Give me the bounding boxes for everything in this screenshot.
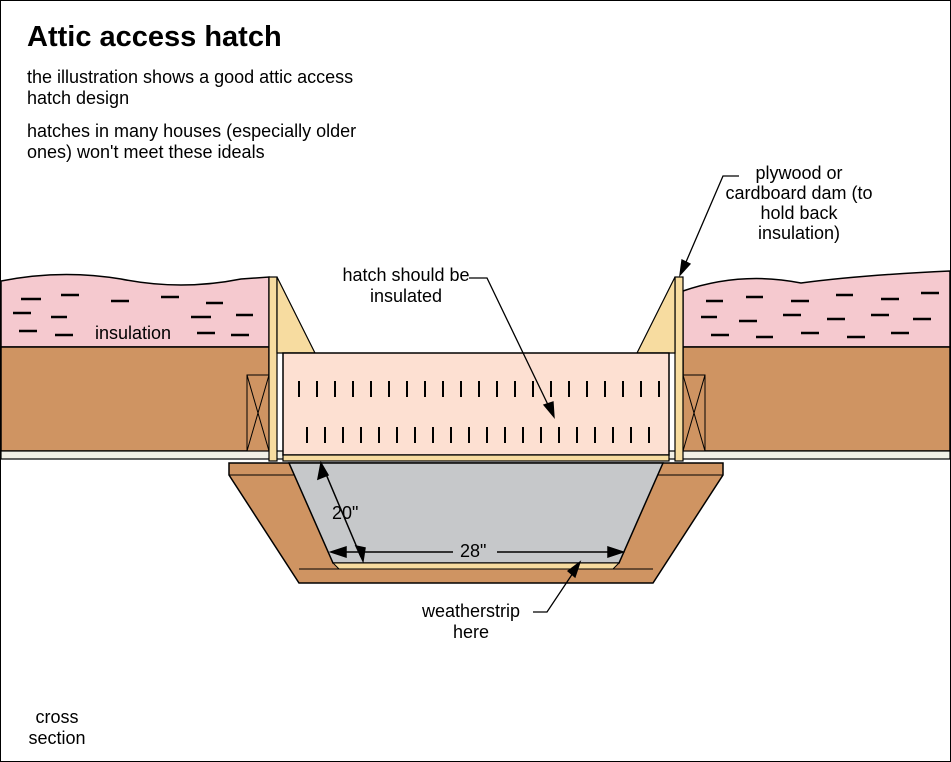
- dam-left-brace: [276, 276, 316, 354]
- dim-20: [317, 460, 366, 564]
- joist-right: [682, 346, 950, 452]
- label-dam: plywood or cardboard dam (to hold back i…: [725, 163, 873, 243]
- hatch-insulation-marks: [298, 381, 660, 443]
- dam-right-brace: [636, 276, 676, 354]
- diagram-title: Attic access hatch: [27, 21, 282, 53]
- label-weatherstrip: weatherstrip here: [421, 601, 521, 642]
- hatch-board: [282, 454, 670, 462]
- label-cross-section: cross section: [28, 707, 86, 748]
- label-width-28: 28": [460, 541, 487, 561]
- intro-text-1: the illustration shows a good attic acce…: [27, 67, 354, 108]
- intro-text-2: hatches in many houses (especially older…: [27, 121, 357, 162]
- label-hatch-insulated: hatch should be insulated: [342, 265, 470, 306]
- insulation-left: [1, 273, 270, 348]
- dam-right: [674, 276, 684, 462]
- dim-28: [328, 545, 626, 559]
- joist-left: [1, 346, 270, 452]
- label-insulation: insulation: [95, 323, 172, 343]
- label-depth-20: 20": [332, 503, 359, 523]
- dam-left: [268, 276, 278, 462]
- blocking: [246, 374, 706, 452]
- hatch-insulation: [282, 352, 670, 456]
- insulation-dashes: [13, 291, 939, 339]
- leader-lines: [469, 175, 739, 613]
- insulation-right: [682, 270, 950, 348]
